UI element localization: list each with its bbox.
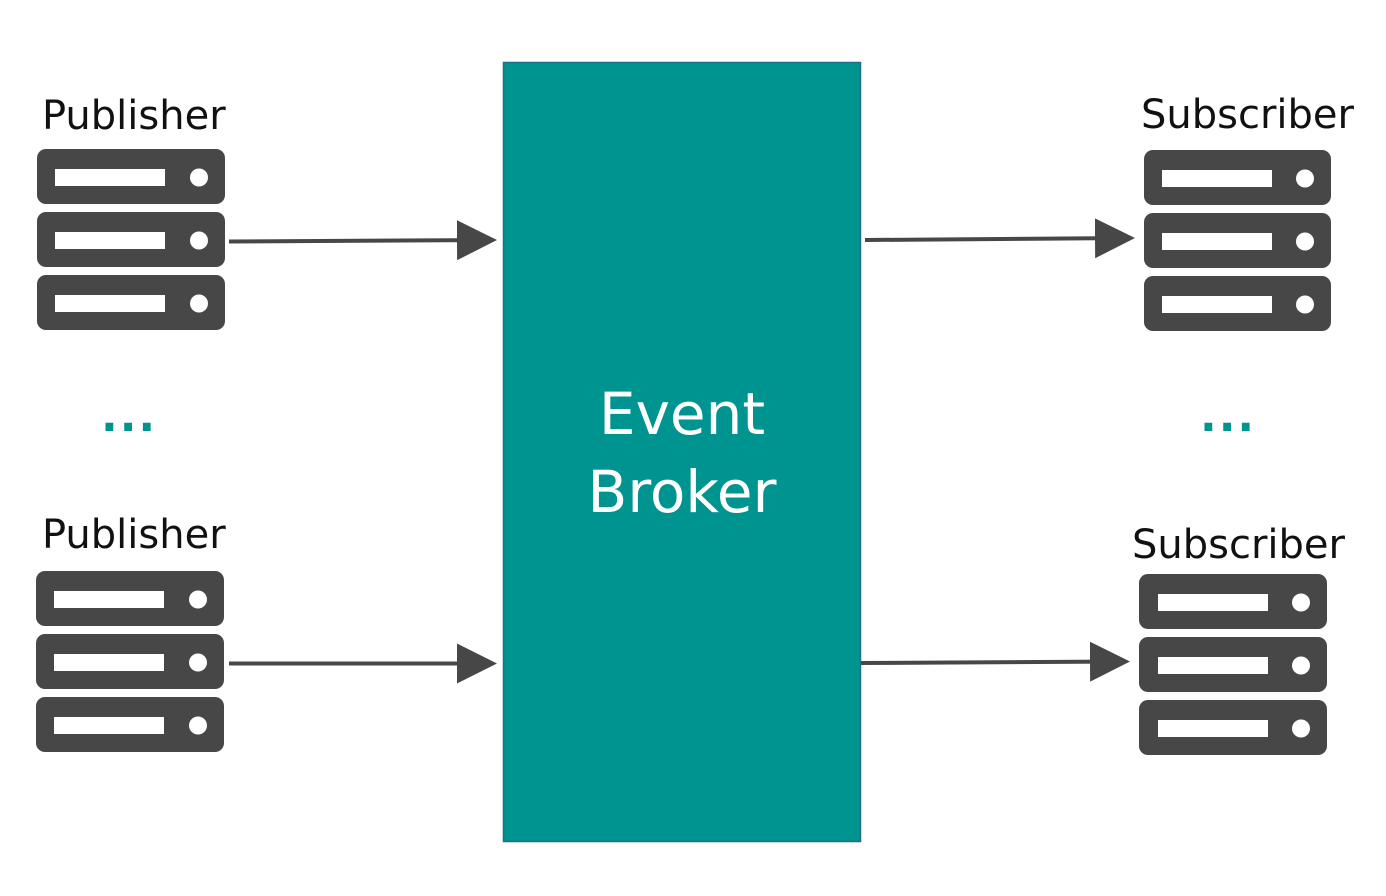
server-led — [1296, 169, 1314, 188]
publisher-1-label: Publisher — [42, 93, 226, 139]
subscriber-1-label: Subscriber — [1141, 92, 1354, 138]
server-led — [1292, 719, 1310, 738]
event-broker-label-line1: Event — [598, 380, 766, 448]
arrow-broker-to-subscriber-1 — [864, 218, 1135, 259]
server-led — [190, 231, 208, 250]
publisher-1-server-icon — [37, 149, 225, 330]
server-slot — [1162, 296, 1272, 313]
server-slot — [54, 654, 164, 671]
server-led — [190, 168, 208, 187]
server-slot — [1158, 720, 1268, 737]
server-led — [189, 716, 207, 735]
arrow-publisher-1-to-broker — [228, 220, 497, 261]
publisher-2-server-icon — [36, 571, 224, 752]
server-slot — [55, 295, 165, 312]
server-slot — [1162, 170, 1272, 187]
server-slot — [1162, 233, 1272, 250]
server-led — [1292, 593, 1310, 612]
server-slot — [1158, 657, 1268, 674]
arrow-broker-to-subscriber-2 — [860, 641, 1130, 682]
publisher-2-label: Publisher — [42, 512, 226, 558]
server-led — [190, 294, 208, 313]
subscriber-1-server-icon — [1144, 150, 1331, 331]
server-slot — [55, 169, 165, 186]
subscriber-ellipsis: ... — [1200, 391, 1257, 442]
server-slot — [1158, 594, 1268, 611]
subscriber-2-label: Subscriber — [1132, 522, 1345, 568]
server-led — [1296, 295, 1314, 314]
publisher-ellipsis: ... — [101, 391, 158, 442]
server-slot — [55, 232, 165, 249]
server-led — [1296, 232, 1314, 251]
subscriber-2-server-icon — [1139, 574, 1327, 755]
server-slot — [54, 591, 164, 608]
server-led — [189, 590, 207, 609]
event-broker-label-line2: Broker — [587, 458, 777, 526]
server-slot — [54, 717, 164, 734]
server-led — [189, 653, 207, 672]
server-led — [1292, 656, 1310, 675]
event-broker-box — [502, 61, 862, 843]
